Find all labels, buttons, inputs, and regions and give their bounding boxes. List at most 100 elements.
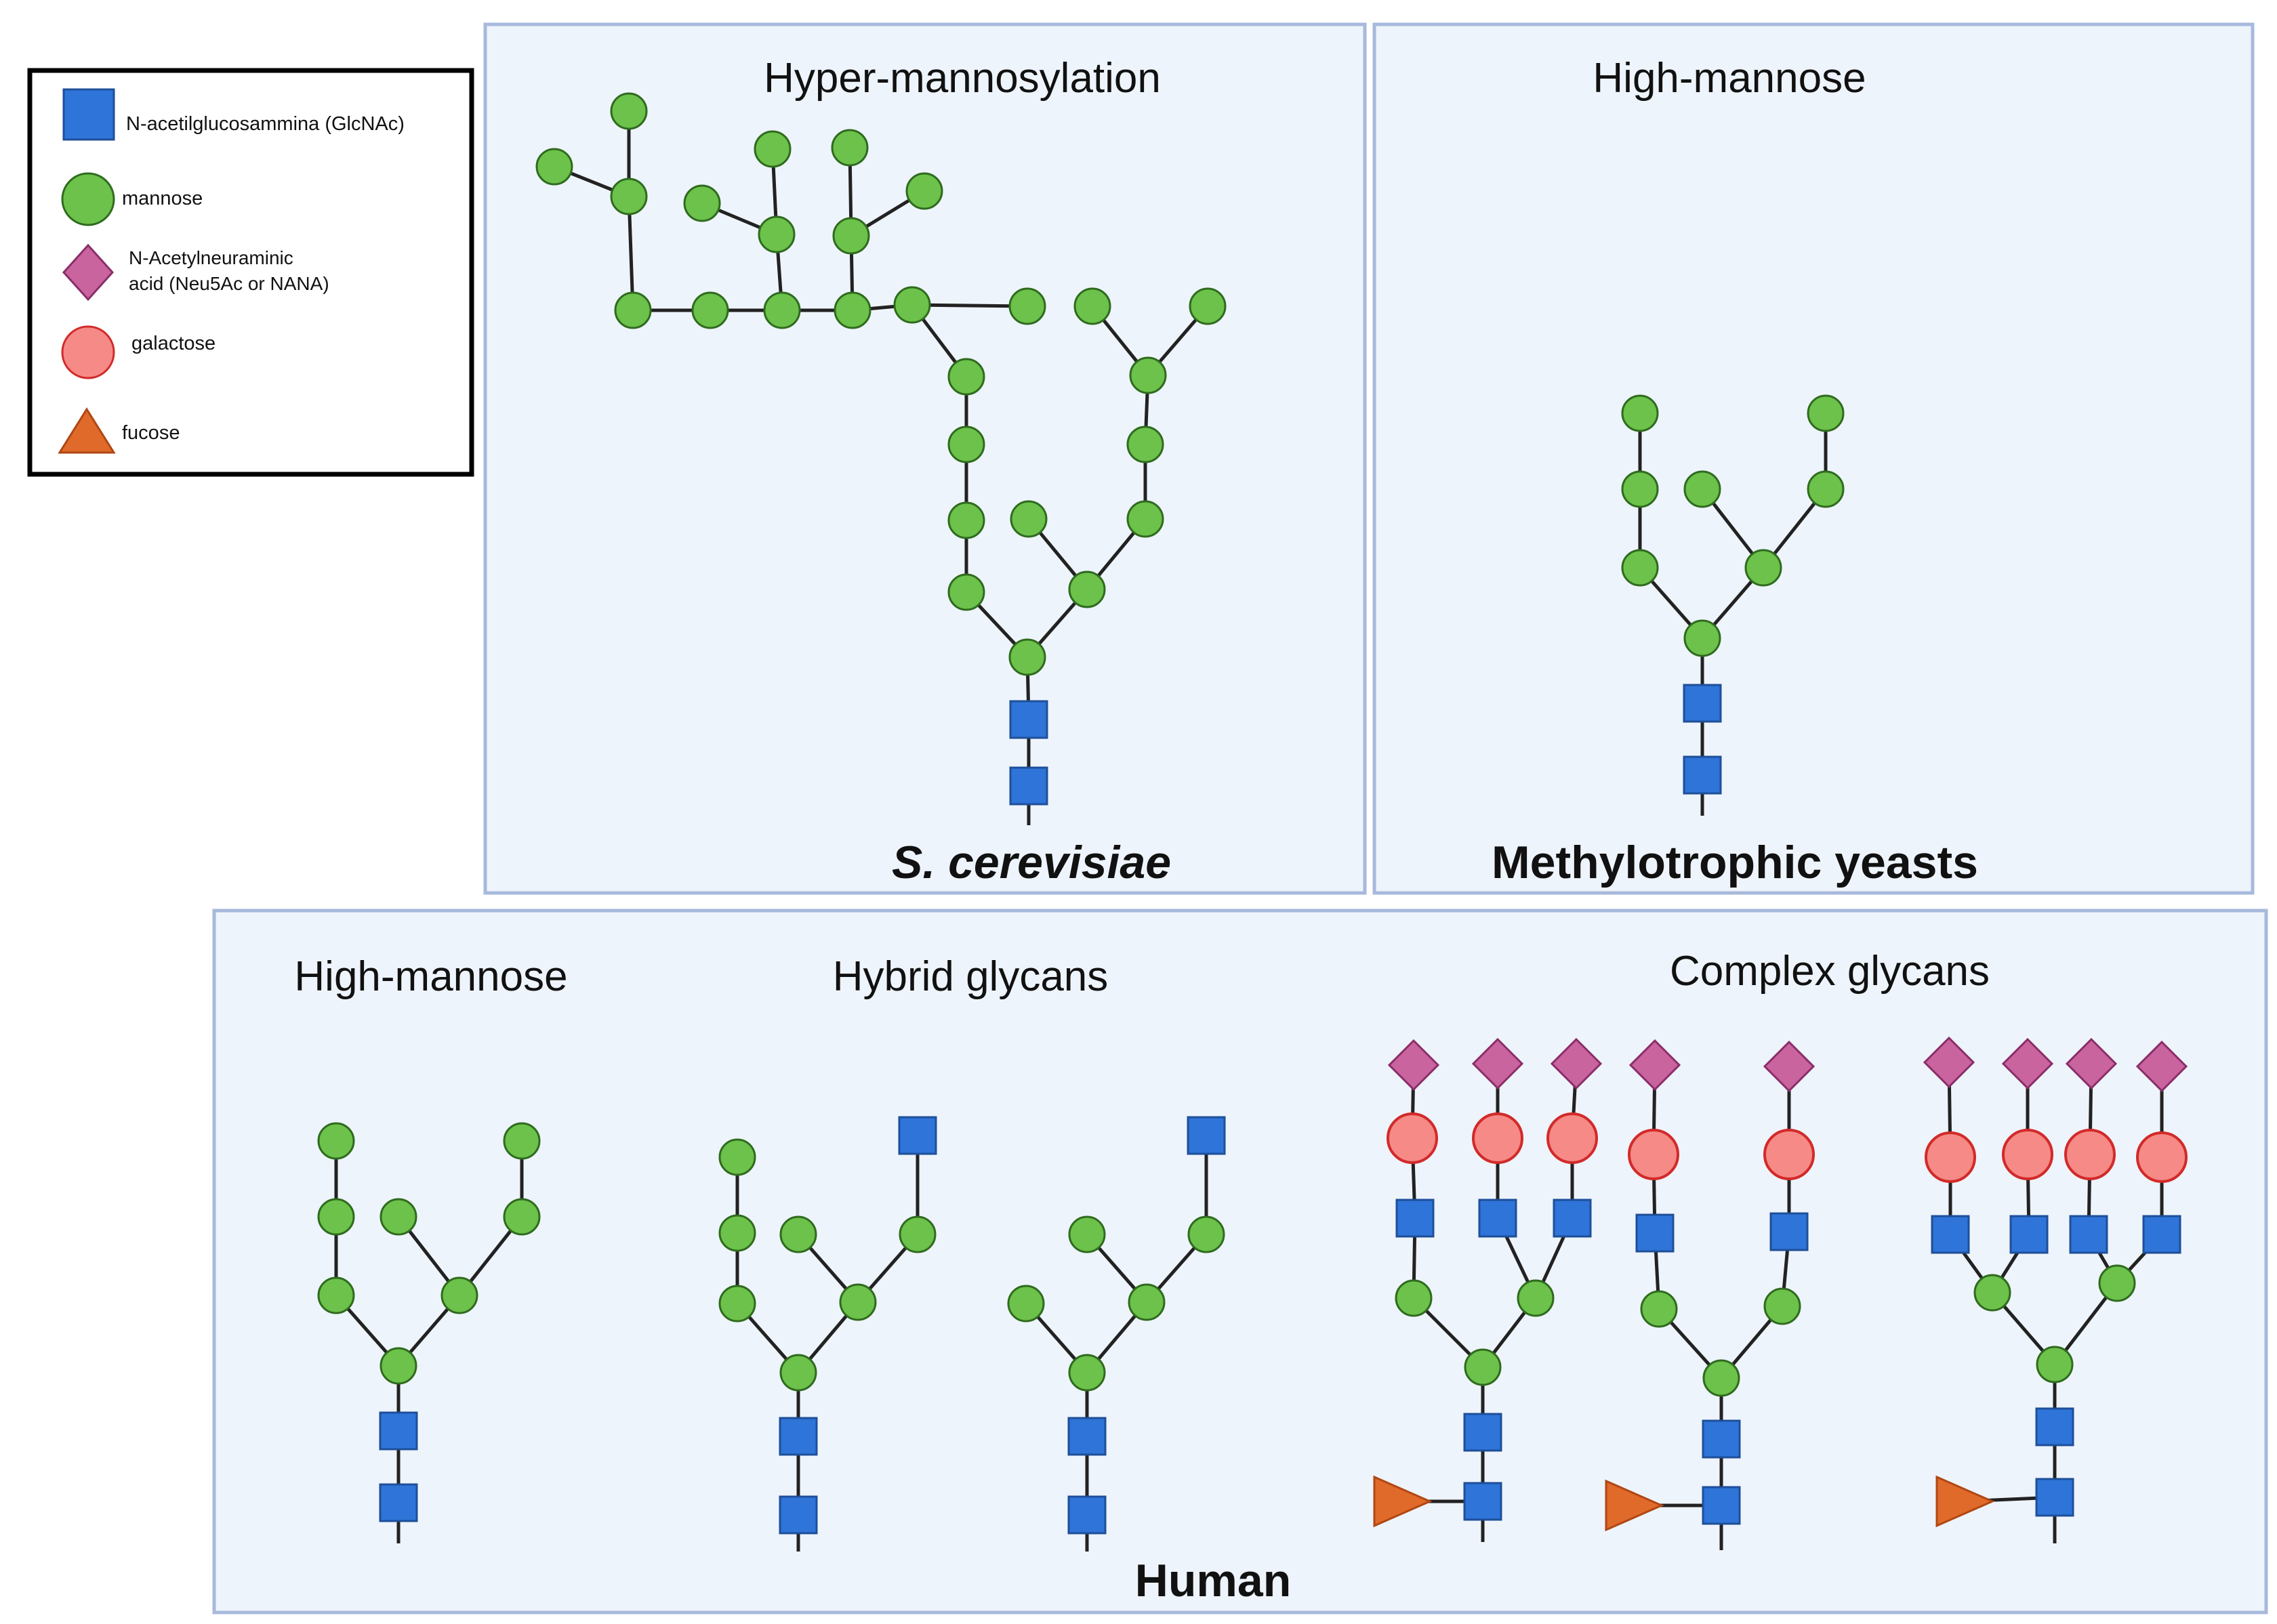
mannose-node [1973, 1274, 2011, 1312]
glcnac-node [1635, 1213, 1675, 1253]
glcnac-node [1931, 1215, 1970, 1254]
mannose-node [1010, 500, 1048, 538]
mannose-node [1621, 394, 1659, 432]
mannose-node [832, 217, 870, 255]
mannose-node [947, 358, 985, 396]
organism-human: Human [1135, 1555, 1291, 1606]
mannose-node [947, 501, 985, 539]
mannose-node [1621, 549, 1659, 587]
mannose-node [1807, 470, 1845, 508]
neu5ac-node [2001, 1037, 2054, 1090]
neu5ac-node [1923, 1036, 1975, 1089]
mannose-node [779, 1215, 817, 1253]
mannose-node [2036, 1346, 2074, 1383]
mannose-node [1763, 1287, 1801, 1325]
mannose-node [779, 1354, 817, 1392]
mannose-node [1640, 1290, 1678, 1328]
galactose-node [1472, 1112, 1523, 1164]
glycosidic-bond [911, 303, 1028, 308]
neu5ac-node [1763, 1040, 1816, 1093]
glcnac-node [1553, 1199, 1592, 1238]
legend-label-galactose: galactose [131, 333, 216, 354]
mannose-node [1129, 356, 1167, 394]
neu5ac-node [2135, 1040, 2188, 1093]
galactose-node [1925, 1131, 1976, 1183]
title-complex-glycans: Complex glycans [1670, 948, 1990, 995]
glcnac-node [898, 1116, 937, 1155]
legend: N-acetilglucosammina (GlcNAc) mannose N-… [27, 68, 474, 477]
mannose-node [1008, 287, 1046, 325]
organism-s-cerevisiae: S. cerevisiae [892, 837, 1171, 888]
legend-label-neu5ac-line1: N-Acetylneuraminic [129, 247, 293, 268]
title-hyper-mannosylation: Hyper-mannosylation [764, 55, 1161, 102]
legend-label-fucose: fucose [122, 422, 180, 444]
mannose-node [1008, 638, 1046, 676]
mannose-node [1068, 570, 1106, 608]
glcnac-node [779, 1495, 818, 1535]
mannose-node [1621, 470, 1659, 508]
panel-methylotrophic-yeasts [1372, 22, 2255, 895]
mannose-node [947, 573, 985, 611]
panel-human [212, 909, 2268, 1615]
glcnac-node [1683, 755, 1722, 795]
title-high-mannose-yeast: High-mannose [1593, 55, 1866, 102]
mannose-node [683, 184, 721, 222]
mannose-node [614, 291, 652, 329]
mannose-node [893, 286, 931, 324]
title-hybrid-glycans: Hybrid glycans [833, 953, 1109, 1000]
mannose-node [1128, 1283, 1166, 1321]
glycosidic-bond [627, 196, 635, 311]
mannose-node [831, 129, 869, 167]
glcnac-node [1067, 1495, 1107, 1535]
neu5ac-node [1387, 1039, 1440, 1091]
legend-label-glcnac: N-acetilglucosammina (GlcNAc) [126, 113, 405, 135]
mannose-node [947, 425, 985, 463]
mannose-node [839, 1283, 877, 1321]
glcnac-node [1769, 1212, 1809, 1251]
glcnac-legend-icon [62, 88, 115, 141]
mannose-node [1073, 287, 1111, 325]
mannose-node [503, 1122, 541, 1160]
mannose-node [380, 1347, 417, 1385]
galactose-node [2136, 1131, 2188, 1183]
galactose-node [1628, 1129, 1679, 1180]
galactose-node [1763, 1129, 1815, 1180]
mannose-legend-icon [61, 172, 115, 226]
mannose-node [899, 1215, 937, 1253]
mannose-node [440, 1276, 478, 1314]
fucose-legend-icon [58, 407, 116, 454]
mannose-node [1126, 500, 1164, 538]
mannose-node [1517, 1279, 1555, 1317]
mannose-node [317, 1198, 355, 1236]
galactose-node [1387, 1112, 1438, 1164]
mannose-node [754, 130, 792, 168]
glcnac-node [2035, 1407, 2074, 1446]
neu5ac-node [1471, 1037, 1524, 1090]
mannose-node [1007, 1285, 1045, 1323]
mannose-node [718, 1214, 756, 1252]
glcnac-node [1702, 1419, 1741, 1459]
mannose-node [2098, 1264, 2136, 1302]
galactose-legend-icon [61, 325, 115, 379]
panel-s-cerevisiae [483, 22, 1367, 895]
mannose-node [610, 92, 648, 130]
glcnac-node [1702, 1486, 1741, 1525]
glcnac-node [1683, 684, 1722, 723]
mannose-node [1464, 1348, 1502, 1386]
glcnac-node [779, 1417, 818, 1456]
neu5ac-node [2065, 1037, 2118, 1090]
mannose-node [1068, 1354, 1106, 1392]
neu5ac-legend-icon [62, 243, 115, 301]
mannose-node [763, 291, 801, 329]
glcnac-node [2142, 1215, 2181, 1254]
mannose-node [317, 1122, 355, 1160]
glcnac-node [1009, 766, 1048, 806]
mannose-node [380, 1198, 417, 1236]
glcnac-node [379, 1411, 418, 1451]
mannose-node [691, 291, 729, 329]
mannose-node [1683, 619, 1721, 657]
mannose-node [718, 1285, 756, 1323]
title-human-high-mannose: High-mannose [294, 953, 567, 1000]
glcnac-node [1463, 1482, 1502, 1521]
